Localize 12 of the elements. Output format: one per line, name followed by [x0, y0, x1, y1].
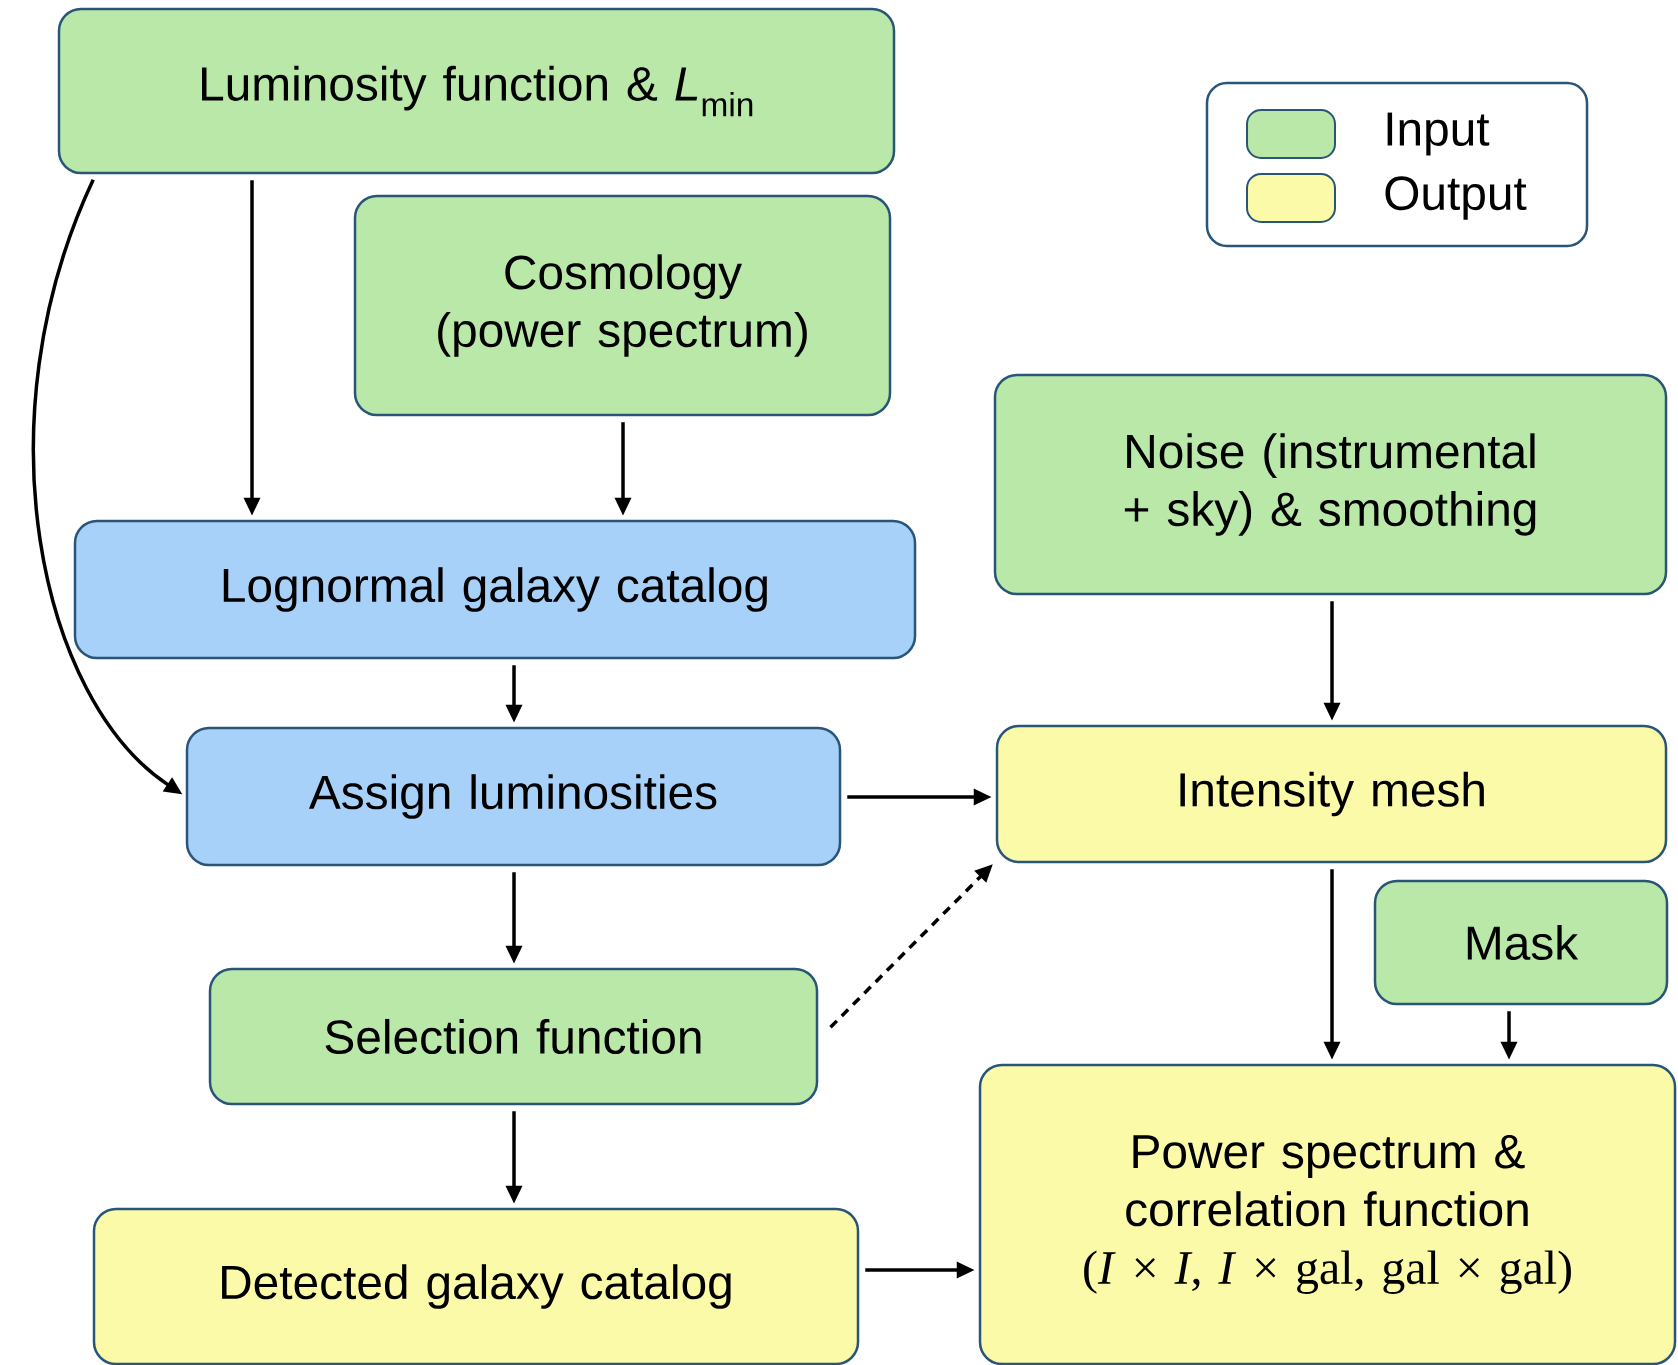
input-box: Selection function	[208, 967, 819, 1106]
input-box: Cosmology (power spectrum)	[353, 194, 892, 417]
input-box: Noise (instrumental + sky) & smoothing	[993, 373, 1668, 596]
legend-label: Input	[1387, 112, 1490, 156]
output-box: Power spectrum & correlation function (I × I, I × gal, gal × gal)	[978, 1063, 1677, 1365]
process-box: Lognormal galaxy catalog	[73, 519, 917, 660]
process-box: Assign luminosities	[185, 726, 842, 867]
input-box: Mask	[1373, 879, 1669, 1006]
output-box: Detected galaxy catalog	[92, 1207, 860, 1365]
legend-label: Output	[1385, 176, 1527, 220]
input-box: Luminosity function & L$_{min}$	[57, 7, 896, 175]
output-box: Intensity mesh	[995, 724, 1668, 864]
